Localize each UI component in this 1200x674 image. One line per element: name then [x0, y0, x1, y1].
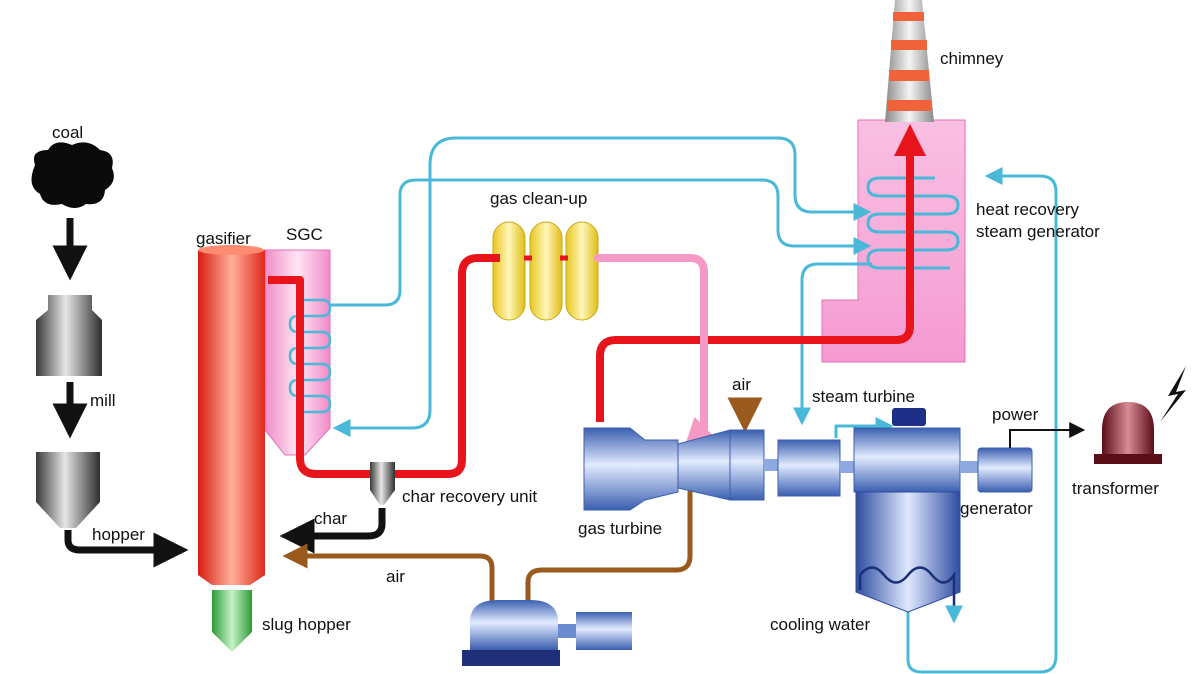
gas-turbine-cone	[677, 429, 731, 501]
label-steam-turbine: steam turbine	[812, 387, 915, 406]
label-gas-turbine: gas turbine	[578, 519, 662, 538]
slug-hopper-unit	[212, 590, 252, 652]
air-line-from-turbine	[525, 490, 693, 615]
char-recovery-body	[370, 462, 395, 505]
generator-body	[977, 447, 1033, 493]
air-compressor	[462, 600, 632, 666]
compressor-housing	[470, 600, 558, 650]
steam-line-hrsg-to-turbine	[793, 262, 872, 426]
transformer-base	[1094, 454, 1162, 464]
gas-cleanup-unit	[492, 221, 599, 321]
steam-turbine-unit	[777, 408, 1033, 613]
hrsg-coil	[866, 176, 960, 270]
chimney-stripe	[893, 12, 924, 21]
air-lines	[282, 397, 763, 615]
gasifier-body	[198, 250, 265, 585]
label-slug-hopper: slug hopper	[262, 615, 351, 634]
steam-turbine-cap	[892, 408, 926, 426]
label-char: char	[314, 509, 347, 528]
gasifier-top	[198, 245, 264, 255]
condenser-body	[855, 491, 961, 613]
solids-flow-lines	[52, 218, 386, 568]
steam-line-sgc-return	[332, 165, 432, 437]
gas-turbine-unit	[583, 427, 778, 511]
chimney-stack	[885, 0, 934, 122]
steam-lines	[330, 136, 1058, 674]
hopper-body	[36, 452, 100, 528]
steam-turbine-hp	[777, 439, 841, 497]
shaft	[764, 459, 778, 471]
label-mill: mill	[90, 391, 116, 410]
syngas-lines	[268, 124, 926, 478]
hopper-to-gasifier-line	[64, 530, 189, 568]
label-cooling-water: cooling water	[770, 615, 871, 634]
label-hrsg-line1: heat recovery	[976, 200, 1079, 219]
gas-turbine-body	[583, 427, 679, 511]
chimney-stripe	[887, 100, 931, 111]
shaft	[840, 461, 854, 473]
label-chimney: chimney	[940, 49, 1004, 68]
label-power: power	[992, 405, 1039, 424]
steam-line-sgc-outer	[428, 136, 872, 221]
coal-feed	[31, 142, 114, 528]
cleanup-vessel	[565, 221, 599, 321]
char-recovery-unit	[370, 462, 395, 505]
label-transformer: transformer	[1072, 479, 1159, 498]
power-line	[1009, 422, 1086, 448]
air-line-to-gasifier	[282, 543, 495, 615]
slug-hopper-body	[212, 590, 252, 652]
lightning-icon	[1160, 366, 1186, 422]
sgc-coil	[288, 298, 332, 414]
label-air-turbine: air	[732, 375, 751, 394]
chimney-stripe	[889, 70, 929, 81]
label-coal: coal	[52, 123, 83, 142]
label-air-main: air	[386, 567, 405, 586]
labels: coal mill hopper gasifier SGC gas clean-…	[52, 49, 1159, 634]
mill-body	[36, 295, 102, 376]
gas-turbine-compressor	[729, 429, 765, 501]
clean-gas-line	[594, 254, 718, 451]
shaft	[960, 461, 978, 473]
steam-turbine-lp	[853, 427, 961, 493]
label-char-recovery-unit: char recovery unit	[402, 487, 537, 506]
label-generator: generator	[960, 499, 1033, 518]
steam-line-turbine-inlet	[834, 417, 894, 438]
label-hopper: hopper	[92, 525, 145, 544]
condensate-return-line	[906, 167, 1058, 674]
hrsg-body	[821, 119, 966, 363]
syngas-line-to-cleanup	[268, 254, 500, 478]
transformer-unit	[1094, 366, 1186, 464]
compressor-base	[462, 650, 560, 666]
condenser-coil	[858, 566, 956, 610]
label-gas-cleanup: gas clean-up	[490, 189, 587, 208]
coal-icon	[31, 142, 114, 208]
cleanup-vessel	[529, 221, 563, 321]
label-hrsg-line2: steam generator	[976, 222, 1100, 241]
transformer-body	[1102, 402, 1154, 454]
steam-line-sgc-top	[330, 178, 872, 307]
exhaust-line-to-hrsg	[596, 124, 926, 422]
chimney-body	[885, 0, 934, 122]
label-sgc: SGC	[286, 225, 323, 244]
cleanup-vessel	[492, 221, 526, 321]
label-gasifier: gasifier	[196, 229, 251, 248]
heat-recovery-steam-generator	[821, 119, 966, 363]
compressor-motor	[576, 612, 632, 650]
char-to-gasifier-line	[279, 508, 386, 554]
chimney-stripe	[891, 40, 927, 50]
compressor-shaft	[558, 624, 576, 638]
